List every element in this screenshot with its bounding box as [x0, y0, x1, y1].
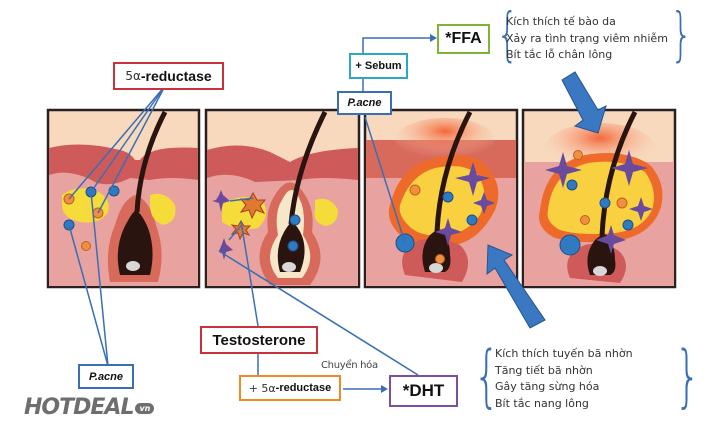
ffa-box: *FFA [437, 24, 490, 54]
big-arrow-down [561, 71, 607, 134]
panel-normal-follicle [46, 108, 201, 289]
sebum-box: + Sebum [349, 53, 408, 79]
connectors [68, 37, 435, 390]
dht-effects-list: Kích thích tuyến bã nhờn Tăng tiết bã nh… [495, 346, 633, 412]
reductase-bottom-box: + 5α-reductase [239, 375, 341, 401]
dht-effect-item: Kích thích tuyến bã nhờn [495, 347, 633, 360]
reductase-top-box: 5α -reductase [113, 62, 224, 90]
ffa-effect-item: Bít tắc lỗ chân lông [506, 48, 613, 61]
panel-inflammation [363, 108, 519, 289]
reductase-bottom-text: -reductase [275, 382, 332, 394]
pacne-top-box: P.acne [337, 91, 392, 115]
ffa-effects-list: Kích thích tế bào da Xảy ra tình trạng v… [506, 14, 668, 64]
ffa-left-brace: { [496, 0, 519, 68]
dht-effect-item: Bít tắc nang lông [495, 396, 589, 410]
dht-right-brace: } [674, 337, 701, 416]
ffa-effect-item: Xảy ra tình trạng viêm nhiễm [506, 31, 668, 45]
ffa-right-brace: } [670, 0, 693, 68]
reductase-text: -reductase [140, 68, 212, 84]
reductase-bottom-prefix: + 5α [248, 381, 276, 395]
pacne-bottom-box: P.acne [78, 364, 134, 389]
panel-hormone-activation [204, 108, 361, 289]
dht-left-brace: { [473, 337, 500, 416]
dht-effect-item: Tăng tiết bã nhờn [495, 363, 593, 377]
dht-effect-item: Gây tăng sừng hóa [495, 380, 600, 393]
logo-tld: vn [135, 402, 155, 414]
reductase-prefix: 5α [125, 69, 141, 83]
dht-box: *DHT [389, 375, 458, 407]
big-arrow-up [486, 244, 546, 329]
logo-brand: HOTDEAL [24, 395, 134, 420]
panel-severe-inflammation [521, 108, 677, 289]
ffa-effect-item: Kích thích tế bào da [506, 15, 616, 28]
testosterone-box: Testosterone [200, 326, 318, 354]
conversion-label: Chuyển hóa [321, 360, 378, 371]
